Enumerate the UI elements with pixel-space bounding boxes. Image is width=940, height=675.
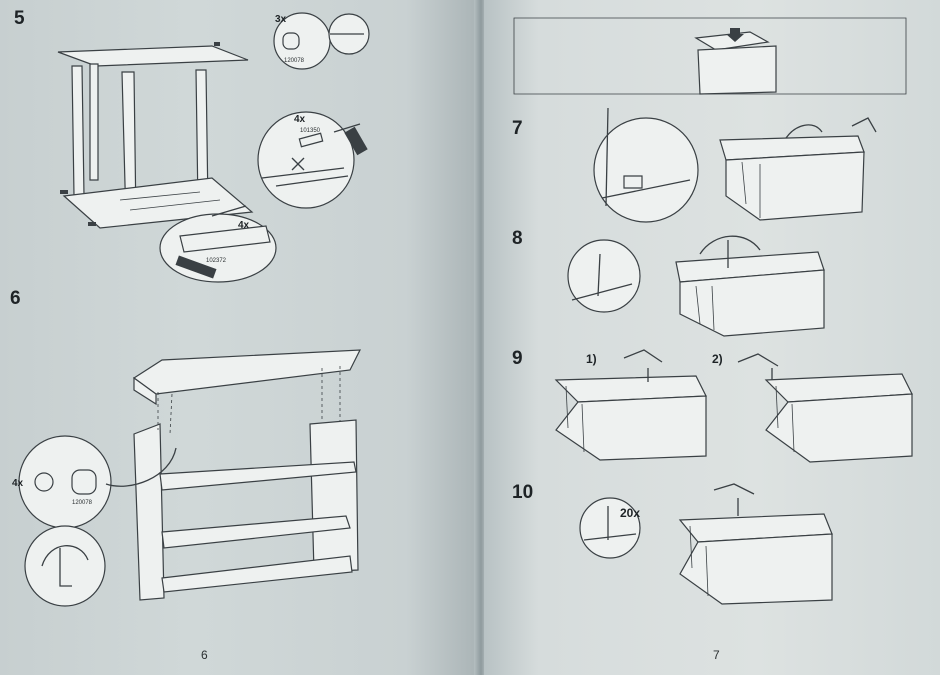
step-7-number: 7 [512,118,523,139]
step-6-illustration [0,0,478,675]
step-9-number: 9 [512,348,523,369]
step-5-callout-2-qty: 4x [294,114,306,125]
side-panel-left [134,424,164,600]
step-10-number: 10 [512,482,534,503]
step-5-illustration [0,0,478,675]
step-5-callout-2-code: 101350 [300,128,321,134]
step-6-number: 6 [10,288,21,309]
step-5-callout-1-code: 120078 [284,58,305,64]
right-page: 7 8 9 1) 2) 10 20x 7 [484,0,940,675]
left-page: 5 6 [0,0,478,675]
step-9-substep-1: 1) [586,352,597,366]
step-5-callout-3-code: 102372 [206,258,227,264]
step-10-callout-qty: 20x [620,506,641,520]
step-5-number: 5 [14,8,25,29]
left-page-number: 6 [201,648,208,662]
step-5-callout-1-qty: 3x [275,14,287,25]
right-page-number: 7 [713,648,720,662]
step-5-callout-3-qty: 4x [238,220,250,231]
step-6-callout-code: 120078 [72,500,93,506]
side-panel-right [310,420,358,572]
step-8-number: 8 [512,228,523,249]
right-page-illustrations [484,0,940,675]
step-9-substep-2: 2) [712,352,723,366]
top-panel [58,46,248,66]
step-6-callout-qty: 4x [12,478,24,489]
